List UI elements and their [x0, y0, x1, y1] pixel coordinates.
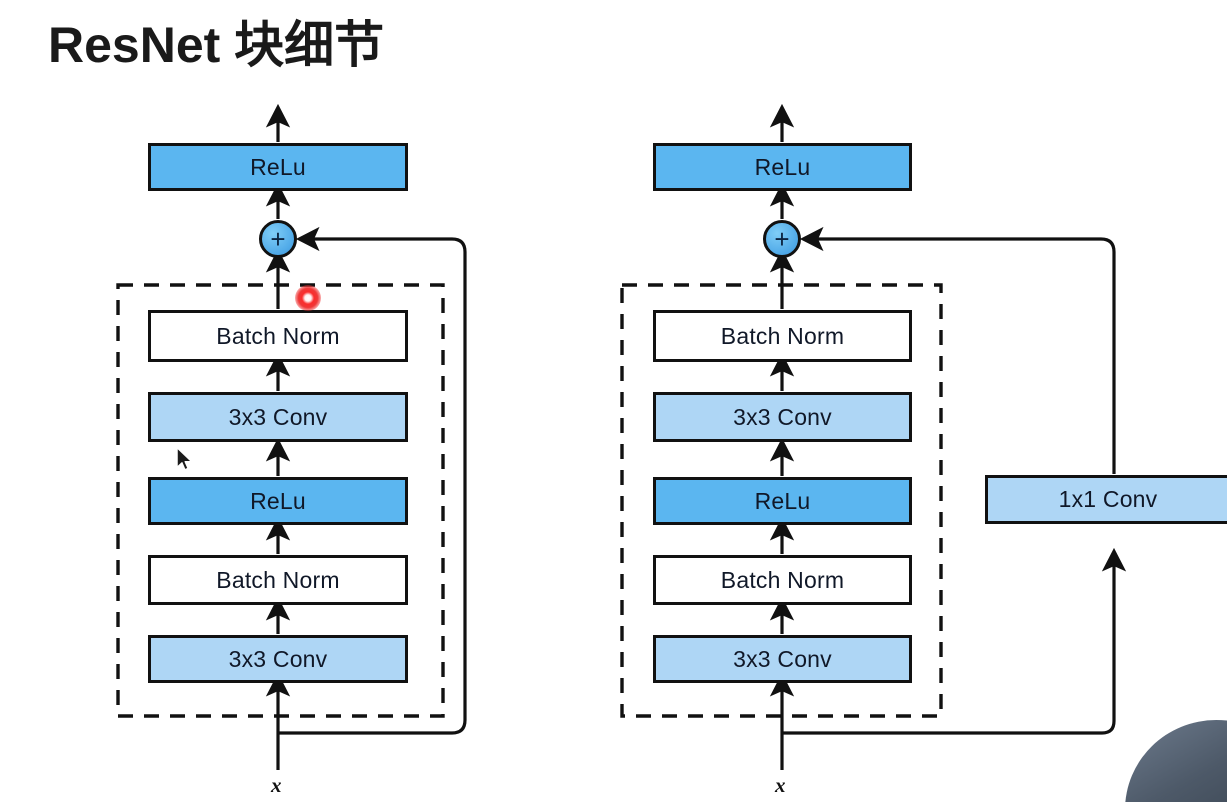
node-label: 1x1 Conv — [1058, 486, 1158, 512]
left-block-connectors — [116, 103, 467, 770]
left-dashed-group — [116, 283, 445, 718]
right-conv-1x1-box[interactable]: 1x1 Conv — [985, 475, 1227, 524]
node-label: 3x3 Conv — [733, 403, 832, 430]
right-batchnorm-2-box[interactable]: Batch Norm — [653, 310, 912, 362]
left-batchnorm-2-box[interactable]: Batch Norm — [148, 310, 408, 362]
left-skip-connection — [278, 226, 467, 735]
node-label: Batch Norm — [216, 566, 340, 593]
node-label: ReLu — [754, 153, 811, 180]
plus-icon: + — [270, 224, 286, 254]
node-label: 3x3 Conv — [228, 403, 328, 430]
right-input-label: x — [775, 773, 786, 797]
right-batchnorm-1-box[interactable]: Batch Norm — [653, 555, 912, 605]
click-highlight-marker — [295, 285, 321, 311]
node-label: ReLu — [250, 487, 306, 514]
node-label: 3x3 Conv — [228, 645, 328, 672]
left-conv-3x3-1-box[interactable]: 3x3 Conv — [148, 635, 408, 683]
right-1x1conv-to-adder — [799, 226, 1116, 474]
node-label: Batch Norm — [216, 322, 340, 349]
node-label: 3x3 Conv — [733, 645, 832, 672]
left-input-label: x — [271, 773, 282, 797]
right-inner-relu-box[interactable]: ReLu — [653, 477, 912, 525]
plus-icon: + — [774, 224, 790, 254]
left-conv-3x3-2-box[interactable]: 3x3 Conv — [148, 392, 408, 442]
right-skip-to-1x1conv — [782, 547, 1127, 735]
right-conv-3x3-2-box[interactable]: 3x3 Conv — [653, 392, 912, 442]
node-label: Batch Norm — [720, 566, 845, 593]
left-batchnorm-1-box[interactable]: Batch Norm — [148, 555, 408, 605]
mouse-cursor-icon — [176, 447, 192, 471]
right-output-relu-box[interactable]: ReLu — [653, 143, 912, 191]
right-block-connectors — [620, 103, 1127, 770]
node-label: Batch Norm — [720, 322, 845, 349]
page-title: ResNet 块细节 — [48, 17, 385, 73]
left-inner-relu-box[interactable]: ReLu — [148, 477, 408, 525]
right-conv-3x3-1-box[interactable]: 3x3 Conv — [653, 635, 912, 683]
right-adder-node[interactable]: + — [763, 220, 801, 258]
node-label: ReLu — [250, 153, 306, 180]
left-adder-node[interactable]: + — [259, 220, 297, 258]
left-output-relu-box[interactable]: ReLu — [148, 143, 408, 191]
node-label: ReLu — [754, 487, 811, 514]
